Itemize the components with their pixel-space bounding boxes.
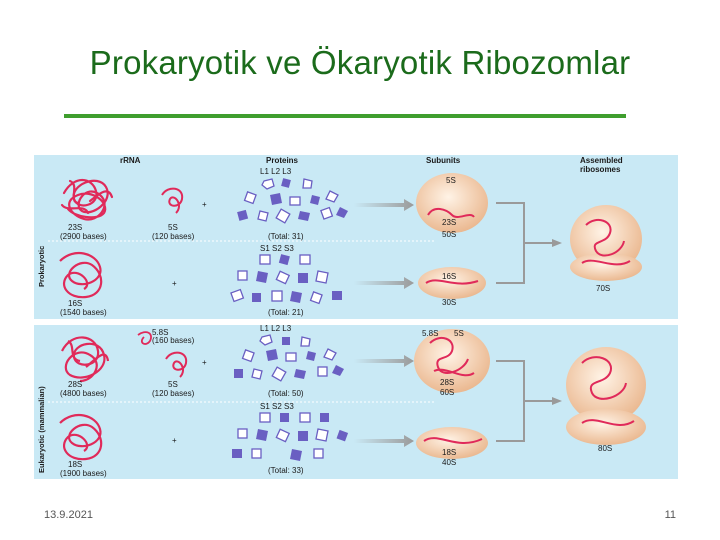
label-5s-euk: 5S — [168, 380, 178, 389]
header-assembled: Assembled — [580, 156, 623, 165]
slide-page-number: 11 — [664, 509, 676, 521]
subunit-30s-16s: 16S — [442, 272, 456, 281]
rrna-28s-tangle — [61, 336, 110, 383]
protein-total-31: (Total: 31) — [268, 232, 304, 241]
label-28s: 28S — [68, 380, 82, 389]
header-subunits: Subunits — [426, 156, 461, 165]
header-rrna: rRNA — [120, 156, 141, 165]
subunit-60s-5s: 5S — [454, 329, 464, 338]
protein-total-21: (Total: 21) — [268, 308, 304, 317]
subunit-60s-label: 60S — [440, 388, 454, 397]
subunit-30s — [418, 267, 486, 299]
label-70s: 70S — [596, 284, 610, 293]
rrna-5s — [161, 187, 184, 214]
subunit-50s-5s: 5S — [446, 176, 456, 185]
protein-header-s: S1 S2 S3 — [260, 244, 294, 253]
label-5-8s-bases: (160 bases) — [152, 336, 195, 345]
label-23s-bases: (2900 bases) — [60, 232, 107, 241]
rrna-23s-tangle — [60, 178, 114, 221]
arrow-to-70s — [552, 239, 562, 247]
side-label-eukaryotic: Eukaryotic (mammalian) — [37, 386, 46, 473]
subunit-50s-label: 50S — [442, 230, 456, 239]
subunit-40s — [416, 427, 488, 459]
label-5s-bases: (120 bases) — [152, 232, 195, 241]
label-16s-bases: (1540 bases) — [60, 308, 107, 317]
arrow-to-50s — [354, 199, 414, 211]
ribosome-80s — [566, 347, 646, 445]
protein-cluster-prok-large — [237, 178, 348, 224]
subunit-40s-18s: 18S — [442, 448, 456, 457]
arrow-to-30s — [354, 277, 414, 289]
header-ribosomes: ribosomes — [580, 165, 621, 174]
label-5s-euk-bases: (120 bases) — [152, 389, 195, 398]
label-18s: 18S — [68, 460, 82, 469]
protein-cluster-euk-large — [234, 334, 344, 382]
protein-total-33: (Total: 33) — [268, 466, 304, 475]
plus-sign: + — [172, 279, 177, 288]
subunit-60s-28s: 28S — [440, 378, 454, 387]
subunit-50s — [416, 173, 488, 233]
header-proteins: Proteins — [266, 156, 299, 165]
protein-header-l-euk: L1 L2 L3 — [260, 324, 292, 333]
rrna-5-8s — [137, 331, 152, 345]
title-underline — [64, 114, 626, 118]
subunit-60s — [414, 329, 490, 393]
ribosome-70s — [570, 205, 642, 281]
plus-sign: + — [172, 436, 177, 445]
arrow-to-40s — [354, 435, 414, 447]
subunit-30s-label: 30S — [442, 298, 456, 307]
bracket-prok — [496, 202, 554, 284]
subunit-60s-5-8s: 5.8S — [422, 329, 438, 338]
protein-cluster-prok-small — [230, 254, 342, 305]
arrow-to-60s — [354, 355, 414, 367]
label-16s: 16S — [68, 299, 82, 308]
protein-header-s-euk: S1 S2 S3 — [260, 402, 294, 411]
label-23s: 23S — [68, 223, 82, 232]
label-5s: 5S — [168, 223, 178, 232]
rrna-18s-tangle — [59, 413, 103, 461]
ribosome-figure: rRNA Proteins Subunits Assembled ribosom… — [34, 155, 678, 479]
subunit-50s-23s: 23S — [442, 218, 456, 227]
protein-cluster-euk-small — [232, 412, 349, 461]
rrna-16s-tangle — [59, 251, 103, 299]
rrna-5s-euk — [165, 351, 188, 378]
label-80s: 80S — [598, 444, 612, 453]
slide-title: Prokaryotik ve Ökaryotik Ribozomlar — [89, 44, 631, 81]
label-18s-bases: (1900 bases) — [60, 469, 107, 478]
section-divider — [34, 319, 678, 325]
side-label-prokaryotic: Prokaryotic — [37, 246, 46, 287]
subunit-40s-label: 40S — [442, 458, 456, 467]
plus-sign: + — [202, 358, 207, 367]
protein-total-50: (Total: 50) — [268, 389, 304, 398]
bracket-euk — [496, 360, 554, 442]
label-5-8s: 5.8S — [152, 328, 168, 337]
plus-sign: + — [202, 200, 207, 209]
label-28s-bases: (4800 bases) — [60, 389, 107, 398]
protein-header-l: L1 L2 L3 — [260, 167, 292, 176]
arrow-to-80s — [552, 397, 562, 405]
slide-date: 13.9.2021 — [44, 509, 93, 521]
